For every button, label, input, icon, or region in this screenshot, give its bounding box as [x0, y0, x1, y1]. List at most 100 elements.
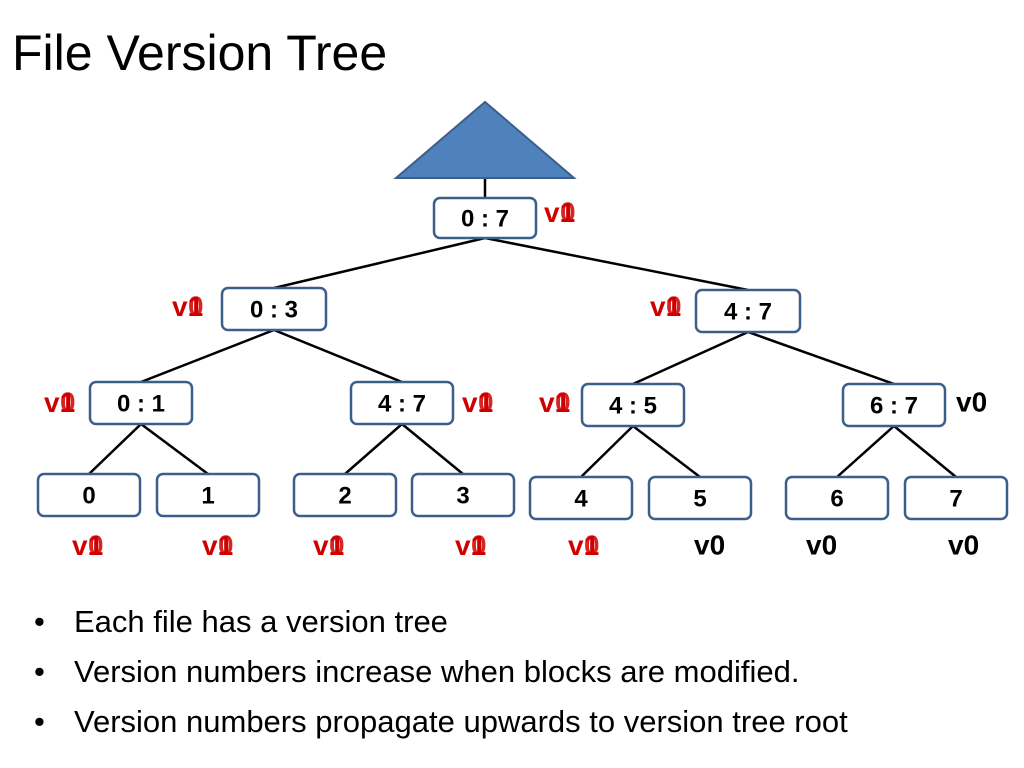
version-text: v1 [44, 387, 75, 418]
version-label-b4: v10 [568, 530, 600, 561]
version-label-l1a: v10 [172, 291, 204, 322]
tree-edge [344, 423, 403, 475]
version-text: v1 [650, 291, 681, 322]
version-text: v1 [202, 530, 233, 561]
node-box [349, 380, 455, 426]
node-label: 4 [574, 486, 588, 513]
tree-nodes: 0 : 7 0 : 3 4 : 7 0 : 1 4 : 7 4 : 5 6 : 7 0 1 2 3 4… [36, 196, 1009, 521]
node-box [220, 286, 328, 332]
tree-node-l2d: 6 : 7 [841, 382, 947, 428]
tree-edge [88, 423, 142, 475]
version-text: v0 [956, 387, 987, 418]
tree-node-l2b: 4 : 7 [349, 380, 455, 426]
version-text: v1 [172, 291, 203, 322]
node-box [694, 288, 802, 334]
version-overprint: 0 [478, 387, 494, 418]
version-label-l1b: v10 [650, 291, 682, 322]
tree-shapes [393, 100, 577, 198]
bullet-dot: • [34, 654, 45, 689]
node-box [36, 472, 142, 518]
version-text: v1 [462, 387, 493, 418]
node-box [784, 475, 890, 521]
node-box [841, 382, 947, 428]
version-overprint: 0 [218, 530, 234, 561]
version-label-root: v10 [544, 197, 576, 228]
bullet-list: • Each file has a version tree • Version n… [34, 600, 848, 750]
version-label-b2: v10 [313, 530, 345, 561]
version-text: v1 [568, 530, 599, 561]
tree-edge [273, 236, 486, 290]
version-label-l2d: v0 [956, 387, 987, 418]
version-text: v1 [72, 530, 103, 561]
node-box [155, 472, 261, 518]
tree-edge [273, 328, 403, 384]
node-label: 3 [456, 483, 469, 510]
version-overprint: 0 [555, 387, 571, 418]
version-overprint: 0 [88, 530, 104, 561]
node-box [88, 380, 194, 426]
tree-node-l1b: 4 : 7 [694, 288, 802, 334]
version-label-b5: v0 [694, 530, 725, 561]
node-box [903, 475, 1009, 521]
bullet-item: • Version numbers propagate upwards to ve… [34, 700, 848, 750]
tree-node-b0: 0 [36, 472, 142, 518]
tree-node-l2c: 4 : 5 [580, 382, 686, 428]
bullet-text: Version numbers propagate upwards to ver… [74, 704, 848, 739]
tree-node-root: 0 : 7 [432, 196, 538, 240]
bullet-dot: • [34, 704, 45, 739]
tree-edge [893, 425, 957, 478]
node-box [432, 196, 538, 240]
tree-node-b1: 1 [155, 472, 261, 518]
tree-node-l2a: 0 : 1 [88, 380, 194, 426]
bullet-text: Each file has a version tree [74, 604, 448, 639]
tree-node-b3: 3 [410, 472, 516, 518]
node-box [528, 475, 634, 521]
version-label-l2c: v10 [539, 387, 571, 418]
version-label-l2a: v10 [44, 387, 76, 418]
version-label-b1: v10 [202, 530, 234, 561]
bullet-dot: • [34, 604, 45, 639]
version-text: v0 [948, 530, 979, 561]
bullet-item: • Version numbers increase when blocks ar… [34, 650, 848, 700]
bullet-text: Version numbers increase when blocks are… [74, 654, 800, 689]
tree-node-l1a: 0 : 3 [220, 286, 328, 332]
node-label: 4 : 5 [609, 393, 657, 420]
tree-edge [401, 423, 464, 475]
node-label: 7 [949, 486, 962, 513]
version-text: v1 [313, 530, 344, 561]
tree-node-b5: 5 [647, 475, 753, 521]
slide-title: File Version Tree [12, 25, 388, 81]
version-label-l2b: v10 [462, 387, 494, 418]
version-overprint: 0 [560, 197, 576, 228]
file-triangle-icon [393, 100, 577, 179]
version-label-b0: v10 [72, 530, 104, 561]
node-label: 5 [693, 486, 706, 513]
tree-node-b7: 7 [903, 475, 1009, 521]
tree-edge [836, 425, 895, 478]
version-text: v0 [806, 530, 837, 561]
tree-node-b2: 2 [292, 472, 398, 518]
version-overprint: 0 [471, 530, 487, 561]
node-label: 4 : 7 [724, 299, 772, 326]
version-overprint: 0 [329, 530, 345, 561]
tree-node-b6: 6 [784, 475, 890, 521]
tree-edge [580, 425, 634, 478]
node-box [292, 472, 398, 518]
version-overprint: 0 [60, 387, 76, 418]
node-label: 1 [201, 483, 214, 510]
version-text: v1 [455, 530, 486, 561]
version-text: v0 [694, 530, 725, 561]
version-label-b3: v10 [455, 530, 487, 561]
tree-node-b4: 4 [528, 475, 634, 521]
node-box [580, 382, 686, 428]
version-text: v1 [544, 197, 575, 228]
version-overprint: 0 [188, 291, 204, 322]
tree-edge [140, 328, 275, 384]
node-label: 0 : 1 [117, 391, 165, 418]
node-label: 6 [830, 486, 843, 513]
node-box [410, 472, 516, 518]
node-label: 0 [82, 483, 95, 510]
tree-edge [484, 236, 749, 292]
